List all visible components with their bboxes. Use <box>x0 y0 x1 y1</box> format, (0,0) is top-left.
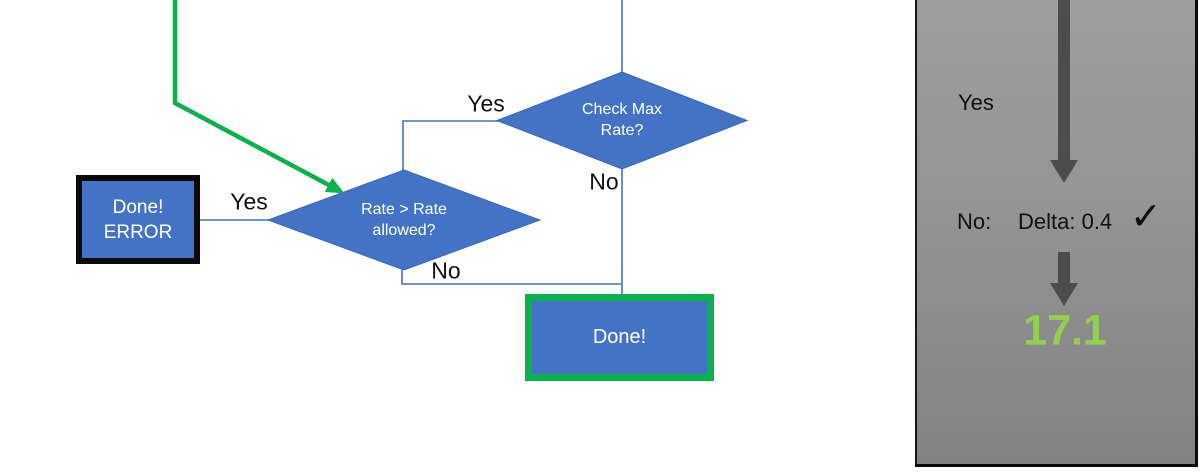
check-max-rate-label: Check Max Rate? <box>582 99 662 141</box>
rate-allowed-label-line1: Rate > Rate <box>361 201 447 218</box>
down-arrow-icon <box>1058 0 1070 160</box>
panel-label-no: No: <box>957 209 992 234</box>
connector-check-max-yes <box>402 120 499 172</box>
rate-allowed-label: Rate > Rate allowed? <box>361 199 447 241</box>
edge-label-no-rate-allowed: No <box>431 257 461 284</box>
down-arrow-icon <box>1058 252 1070 283</box>
done-box-label: Done! <box>592 326 647 348</box>
down-arrow-head-icon <box>1050 283 1078 306</box>
check-max-rate-label-line2: Rate? <box>600 122 644 139</box>
result-value: 17.1 <box>1023 306 1107 355</box>
done-error-box-line1: Done! <box>112 196 164 218</box>
rate-allowed-label-line2: allowed? <box>372 222 436 239</box>
done-error-box: Done! ERROR <box>76 175 200 264</box>
green-arrow-connector <box>172 0 345 194</box>
edge-label-yes-check-max: Yes <box>467 90 505 117</box>
side-panel: Yes No: Delta: 0.4 ✓ 17.1 <box>915 0 1198 467</box>
checkmark-icon: ✓ <box>1130 196 1162 238</box>
check-max-rate-label-line1: Check Max <box>581 101 663 118</box>
rate-allowed-diamond <box>266 169 542 271</box>
down-arrow-head-icon <box>1050 160 1078 183</box>
connector-rate-allowed-no <box>401 268 621 285</box>
check-max-rate-diamond <box>495 71 749 170</box>
flowchart-connectors <box>172 0 749 296</box>
edge-label-yes-rate-allowed: Yes <box>230 188 268 215</box>
panel-delta-value: Delta: 0.4 <box>1018 209 1113 234</box>
edge-label-no-check-max: No <box>589 168 619 195</box>
done-error-box-line2: ERROR <box>103 221 173 243</box>
done-box: Done! <box>525 294 714 381</box>
panel-label-yes: Yes <box>958 90 994 115</box>
